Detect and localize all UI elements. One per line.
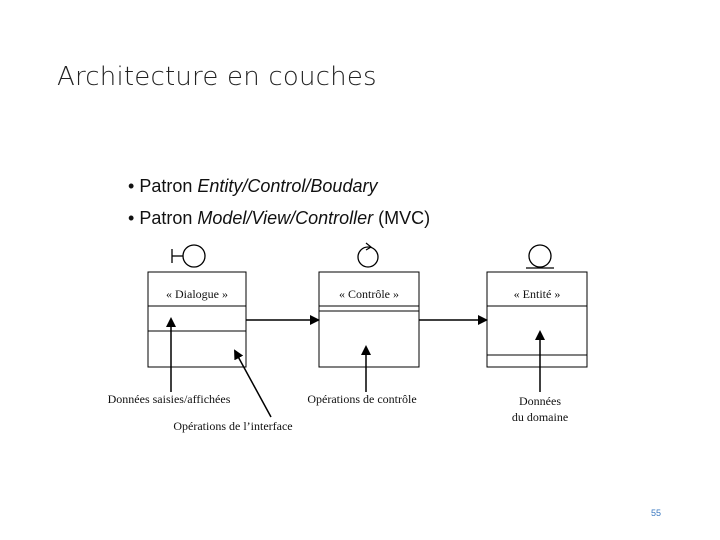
class-name-controle: « Contrôle » bbox=[339, 287, 399, 301]
bullet-item-ecb: • Patron Entity/Control/Boudary bbox=[128, 170, 430, 202]
bullet-marker: • bbox=[128, 208, 135, 228]
label-donnees-saisies: Données saisies/affichées bbox=[108, 392, 231, 406]
bullet-suffix: (MVC) bbox=[373, 208, 431, 228]
bullet-list: • Patron Entity/Control/Boudary • Patron… bbox=[128, 170, 430, 234]
class-name-dialogue: « Dialogue » bbox=[166, 287, 228, 301]
page-number: 55 bbox=[651, 508, 662, 518]
control-icon bbox=[357, 242, 379, 268]
bullet-prefix: Patron bbox=[139, 176, 198, 196]
label-operations-interface: Opérations de l’interface bbox=[173, 419, 292, 433]
label-donnees-domaine-line1: Données bbox=[519, 394, 561, 408]
bullet-prefix: Patron bbox=[139, 208, 198, 228]
boundary-icon bbox=[171, 244, 206, 268]
entity-icon bbox=[526, 244, 554, 269]
label-operations-controle: Opérations de contrôle bbox=[307, 392, 416, 406]
bullet-item-mvc: • Patron Model/View/Controller (MVC) bbox=[128, 202, 430, 234]
bullet-italic: Entity/Control/Boudary bbox=[197, 176, 378, 196]
slide-title: Architecture en couches bbox=[57, 62, 377, 92]
bullet-italic: Model/View/Controller bbox=[197, 208, 374, 228]
class-name-entite: « Entité » bbox=[514, 287, 561, 301]
label-donnees-domaine-line2: du domaine bbox=[512, 410, 568, 424]
arrow-operations-interface bbox=[234, 349, 272, 418]
bullet-marker: • bbox=[128, 176, 135, 196]
